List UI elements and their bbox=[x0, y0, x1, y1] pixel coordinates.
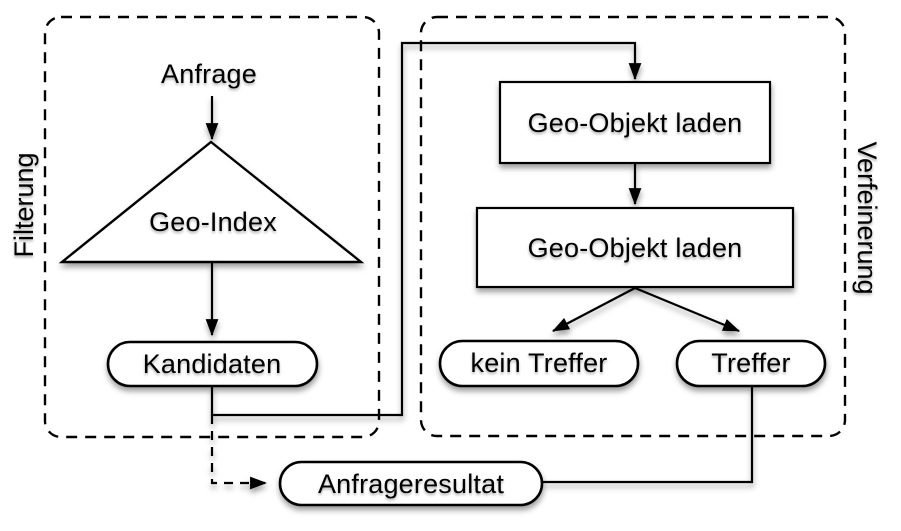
filtering-region-box bbox=[43, 15, 381, 439]
load1-node bbox=[498, 80, 772, 165]
arrow-kandidaten-to-load1 bbox=[210, 41, 642, 417]
anfrageresultat-node bbox=[278, 460, 544, 507]
load2-node bbox=[475, 206, 795, 289]
treffer-label: Treffer bbox=[711, 348, 790, 378]
kein-treffer-label: kein Treffer bbox=[471, 348, 608, 378]
geo-index-label: Geo-Index bbox=[149, 207, 277, 237]
filtering-region-label: Filterung bbox=[9, 152, 39, 257]
arrow-load2-to-keintreffer bbox=[552, 287, 636, 332]
geo-index-triangle bbox=[58, 140, 365, 264]
kandidaten-label: Kandidaten bbox=[143, 349, 282, 379]
line-treffer-to-anfrageresultat bbox=[543, 386, 754, 484]
anfrageresultat-label: Anfrageresultat bbox=[318, 469, 504, 499]
anfrage-label: Anfrage bbox=[161, 59, 257, 89]
refinement-region-box bbox=[419, 15, 847, 438]
refinement-region-label: Verfeinerung bbox=[852, 141, 882, 294]
load1-label: Geo-Objekt laden bbox=[528, 108, 743, 138]
arrow-load2-to-treffer bbox=[634, 286, 740, 333]
dashed-arrow-kandidaten-to-anfrageresultat bbox=[210, 415, 268, 490]
load2-label: Geo-Objekt laden bbox=[528, 233, 743, 263]
kein-treffer-node bbox=[438, 339, 640, 388]
